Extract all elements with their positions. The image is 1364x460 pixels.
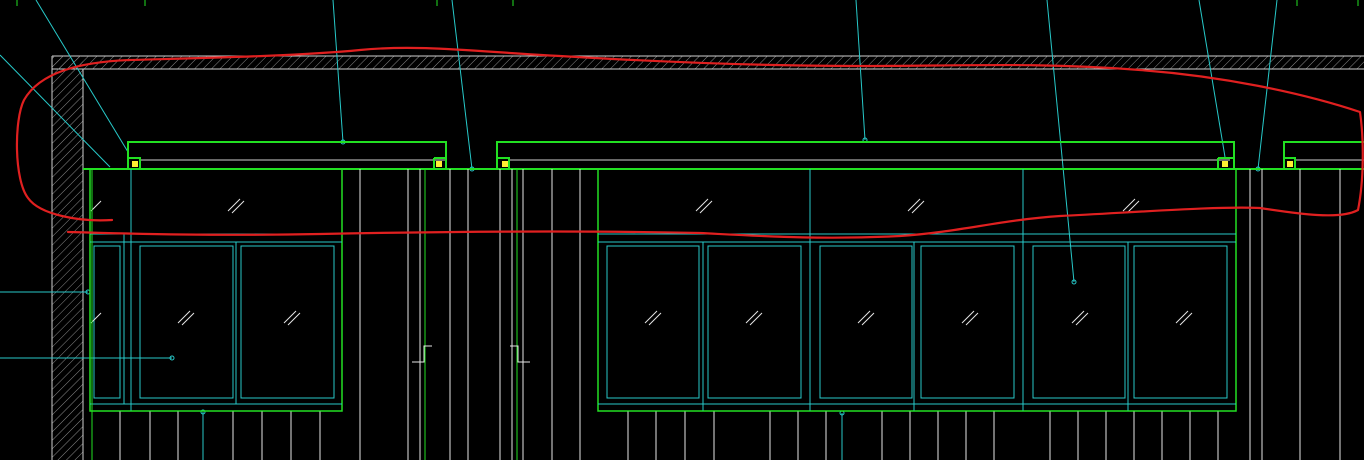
light-marker — [132, 161, 138, 167]
glass-panel — [1032, 245, 1126, 399]
light-marker — [1222, 161, 1228, 167]
light-marker — [436, 161, 442, 167]
glass-panel — [1133, 245, 1228, 399]
leader-dot — [1071, 279, 1077, 285]
glass-group-right — [597, 168, 1237, 412]
glass-panel — [139, 245, 234, 399]
soffit-segment-2 — [496, 141, 1235, 169]
glass-panel — [819, 245, 913, 399]
soffit-segments — [127, 141, 1364, 169]
light-marker — [502, 161, 508, 167]
soffit-segment-3 — [1283, 141, 1364, 169]
glass-panel — [606, 245, 700, 399]
leader-dot — [200, 409, 206, 415]
light-marker — [1287, 161, 1293, 167]
glass-group-left — [89, 168, 343, 412]
left-wall — [51, 56, 84, 460]
glass-panel — [707, 245, 802, 399]
highlight-markup — [15, 46, 1364, 239]
glass-symbols — [90, 198, 1193, 326]
soffit-segment-1 — [127, 141, 447, 169]
glass-panel — [920, 245, 1015, 399]
glass-panel — [240, 245, 335, 399]
leader-dot — [169, 355, 175, 361]
